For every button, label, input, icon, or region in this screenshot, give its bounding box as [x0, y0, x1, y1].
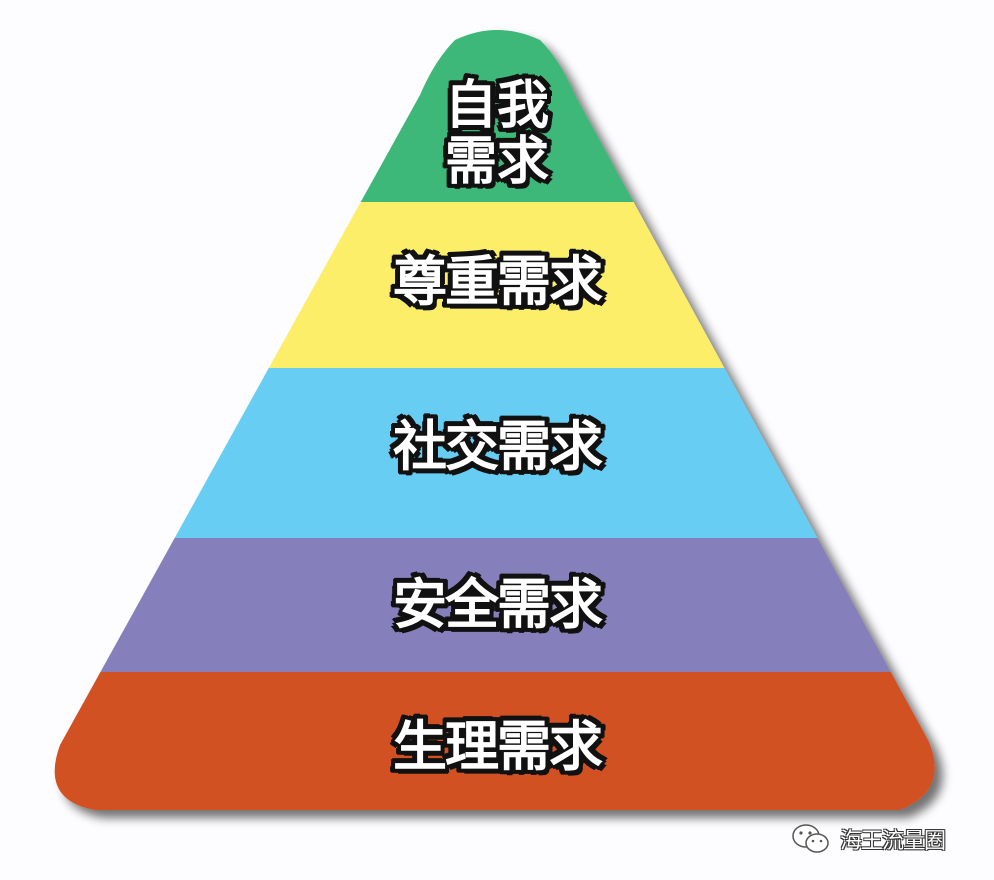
label-self-actualization: 自我 需求 [0, 78, 994, 190]
label-self-line2: 需求 [444, 132, 549, 192]
label-safety: 安全需求 [393, 573, 603, 636]
level-safety [54, 538, 935, 672]
wechat-icon [792, 824, 829, 853]
label-esteem: 尊重需求 [393, 250, 603, 313]
label-social: 社交需求 [393, 415, 603, 478]
watermark: 海王流量圈 [790, 822, 946, 856]
label-physiological: 生理需求 [393, 715, 603, 778]
level-physiological [54, 672, 935, 810]
label-self-line1: 自我 [444, 76, 549, 136]
watermark-text: 海王流量圈 [840, 829, 946, 854]
